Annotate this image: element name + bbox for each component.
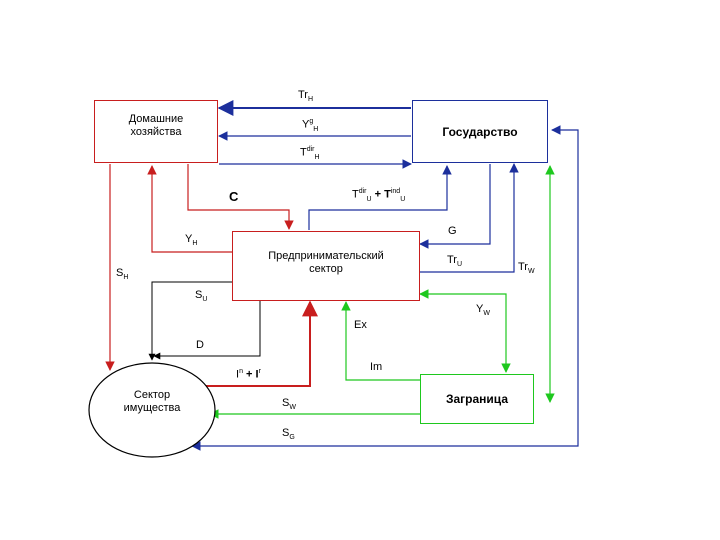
node-property-shape [88,362,216,458]
arrow-d [153,300,261,360]
node-government-label: Государство [442,124,518,139]
node-households-label: Домашние хозяйства [128,113,184,138]
label-s-g: SG [282,427,295,442]
label-inv: In + Ir [236,368,261,381]
arrow-s-g [191,125,579,451]
node-abroad[interactable]: Заграница [420,374,534,424]
label-g: G [448,225,457,237]
label-s-u: SU [195,289,208,304]
arrow-tr-u [420,163,519,273]
label-yg-h: YgH [302,118,319,133]
label-s-h: SH [116,267,129,282]
label-tdir-h: TdirH [300,146,320,161]
label-d: D [196,339,204,351]
label-s-w: SW [282,397,296,412]
node-abroad-label: Заграница [445,392,508,406]
arrow-c [187,164,294,230]
label-tax-u: TdirU + TindU [352,188,406,203]
arrow-s-u [148,281,232,361]
label-tr-h: TrH [298,89,314,104]
arrow-ex [341,301,420,381]
arrow-inv [205,300,318,387]
node-business[interactable]: Предпринимательский сектор [232,231,420,301]
label-y-w: YW [476,303,490,318]
node-property-label: Сектор имущества [123,389,181,414]
label-ex: Ex [354,319,367,331]
node-property[interactable]: Сектор имущества [105,385,199,419]
label-im: Im [370,361,383,373]
arrow-y-w [419,289,511,373]
label-tr-u: TrU [447,254,463,269]
label-c: C [229,189,239,204]
label-tr-w: TrW [518,261,535,276]
label-y-h: YH [185,233,198,248]
node-households[interactable]: Домашние хозяйства [94,100,218,163]
node-government[interactable]: Государство [412,100,548,163]
node-business-label: Предпринимательский сектор [268,250,384,275]
arrow-y-h [147,165,232,253]
